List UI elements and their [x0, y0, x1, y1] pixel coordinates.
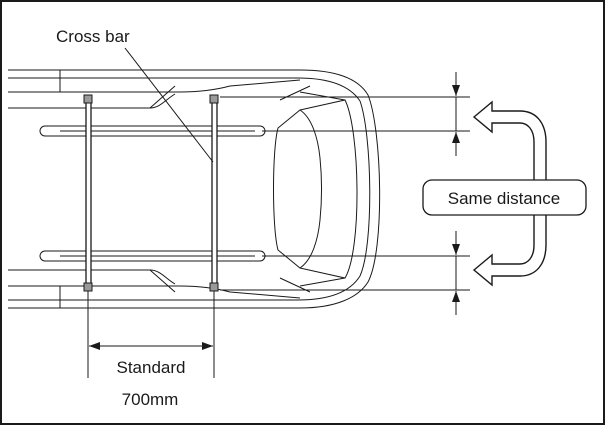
same-distance-callout: Same distance: [422, 179, 587, 216]
standard-value: 700mm: [122, 390, 179, 409]
same-distance-label: Same distance: [448, 189, 560, 208]
cross-bar-rear: [83, 94, 93, 292]
cross-bar-leader-line: [124, 47, 214, 163]
cross-bar-front: [209, 94, 219, 292]
standard-dimension: [87, 291, 215, 378]
dimension-lines-right: [220, 72, 470, 315]
car-roof-outline: [8, 69, 381, 309]
standard-label: Standard: [117, 358, 186, 377]
cross-bar-label: Cross bar: [56, 27, 130, 46]
